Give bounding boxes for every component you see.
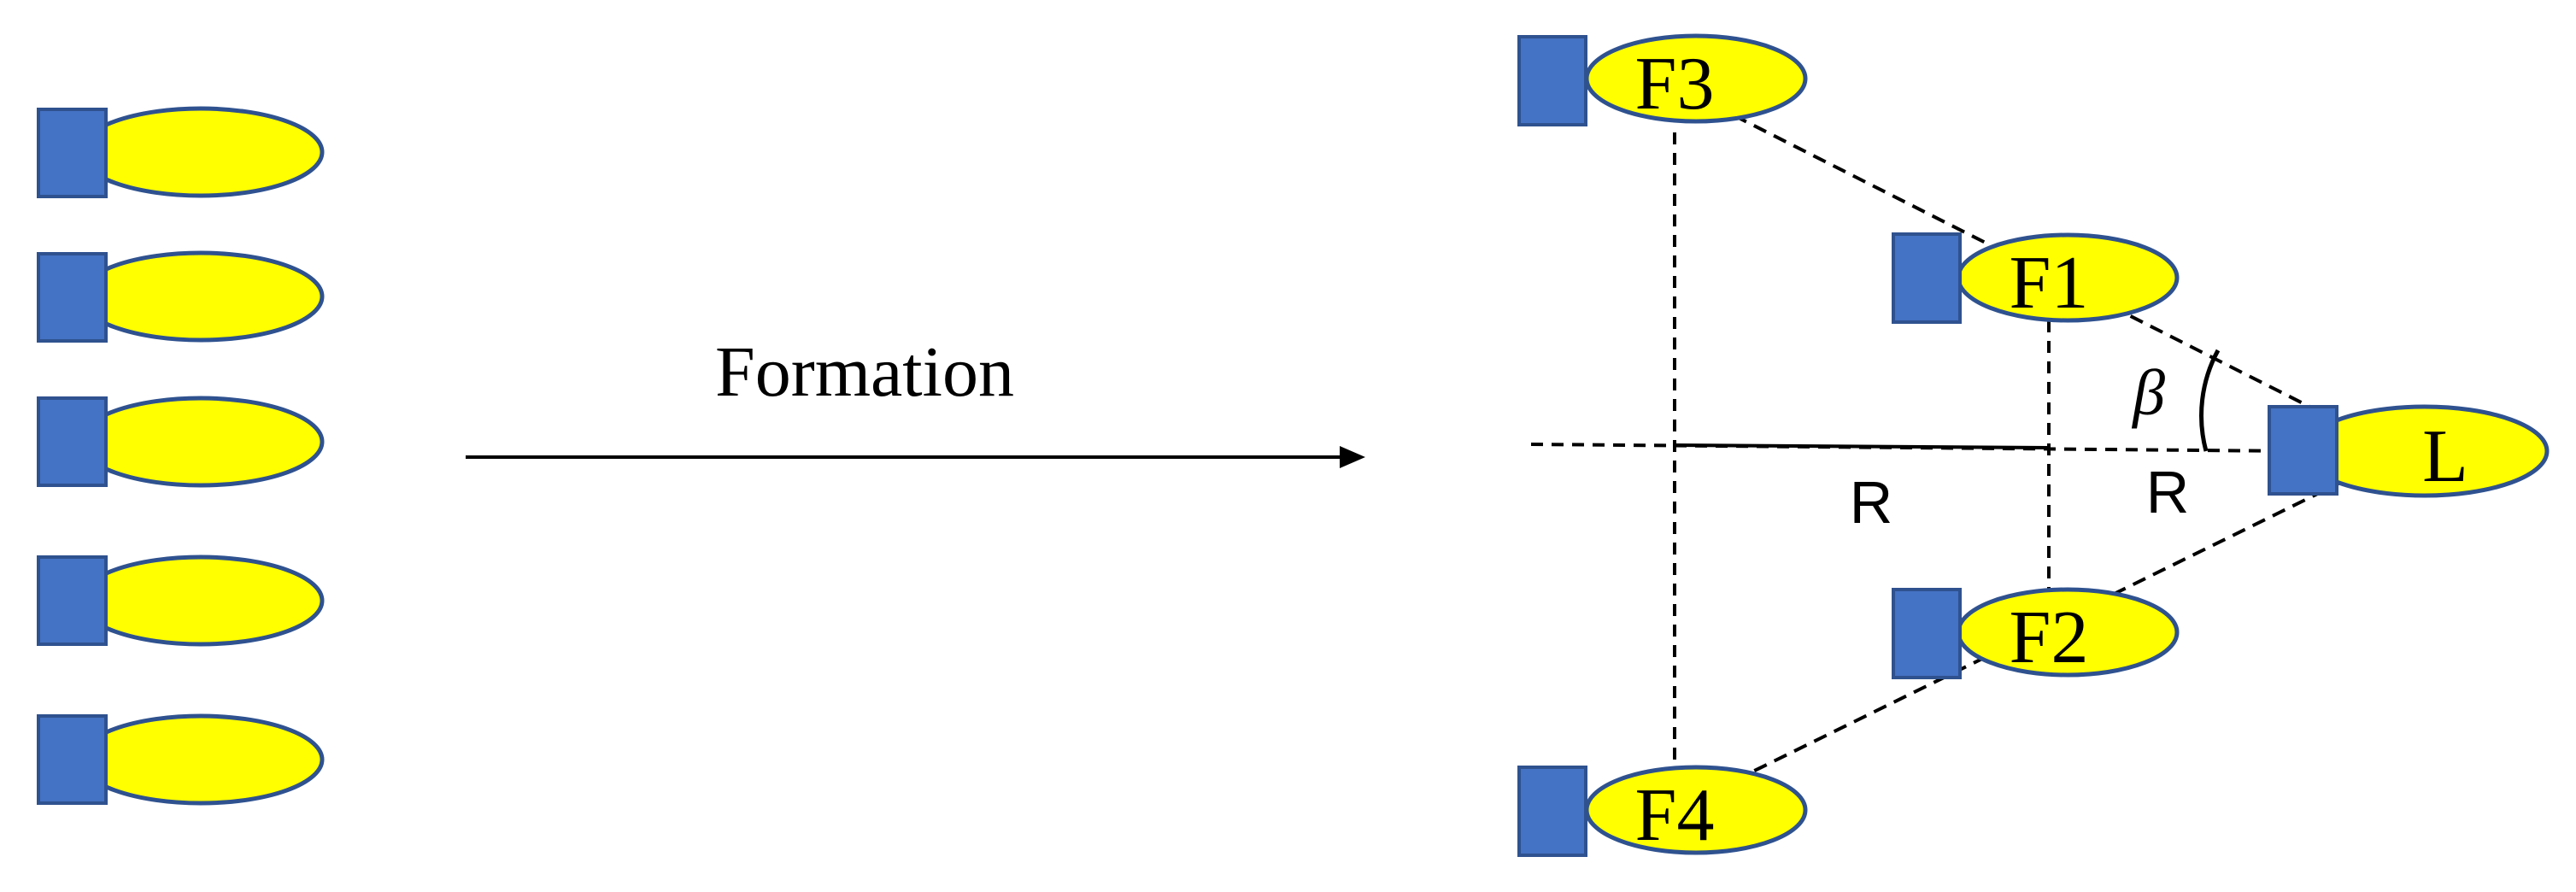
agent-label-leader: L — [2422, 415, 2468, 498]
agent-f2: F2 — [1892, 587, 2180, 679]
formation-arrow: Formation — [466, 332, 1365, 468]
agent-4 — [37, 555, 325, 647]
agent-head — [2268, 405, 2338, 496]
agent-body — [77, 555, 325, 647]
distance-label-rear: R — [1850, 469, 1893, 536]
agent-body — [77, 106, 325, 198]
arrow-label: Formation — [715, 332, 1014, 412]
agent-head — [37, 108, 108, 198]
agent-head — [1517, 766, 1587, 857]
arrow-head-icon — [1340, 446, 1365, 468]
angle-label-beta: β — [2131, 357, 2165, 429]
agent-head — [37, 555, 108, 646]
left-agent-group — [37, 106, 325, 806]
agent-1 — [37, 106, 325, 198]
agent-body — [77, 250, 325, 343]
agent-label-f1: F1 — [2010, 242, 2089, 325]
agent-f1: F1 — [1892, 232, 2180, 325]
agent-body — [77, 713, 325, 806]
agent-head — [1892, 232, 1962, 324]
agent-head — [37, 396, 108, 487]
formation-agents: F3 F1 L F2 F4 — [1517, 33, 2550, 857]
agent-head — [37, 714, 108, 805]
agent-label-f2: F2 — [2010, 596, 2089, 679]
agent-2 — [37, 250, 325, 343]
angle-arc — [2199, 349, 2221, 452]
agent-leader: L — [2268, 404, 2550, 498]
agent-body — [77, 396, 325, 488]
agent-f4: F4 — [1517, 765, 1808, 857]
agent-label-f3: F3 — [1635, 43, 1715, 126]
agent-head — [1892, 588, 1962, 679]
formation-annotations: β R R — [1850, 357, 2190, 536]
agent-f3: F3 — [1517, 33, 1808, 126]
distance-label-front: R — [2146, 459, 2190, 525]
radius-solid-line — [1674, 443, 2050, 449]
agent-5 — [37, 713, 325, 806]
agent-head — [1517, 35, 1587, 126]
agent-label-f4: F4 — [1635, 774, 1715, 857]
agent-head — [37, 252, 108, 343]
agent-3 — [37, 396, 325, 488]
